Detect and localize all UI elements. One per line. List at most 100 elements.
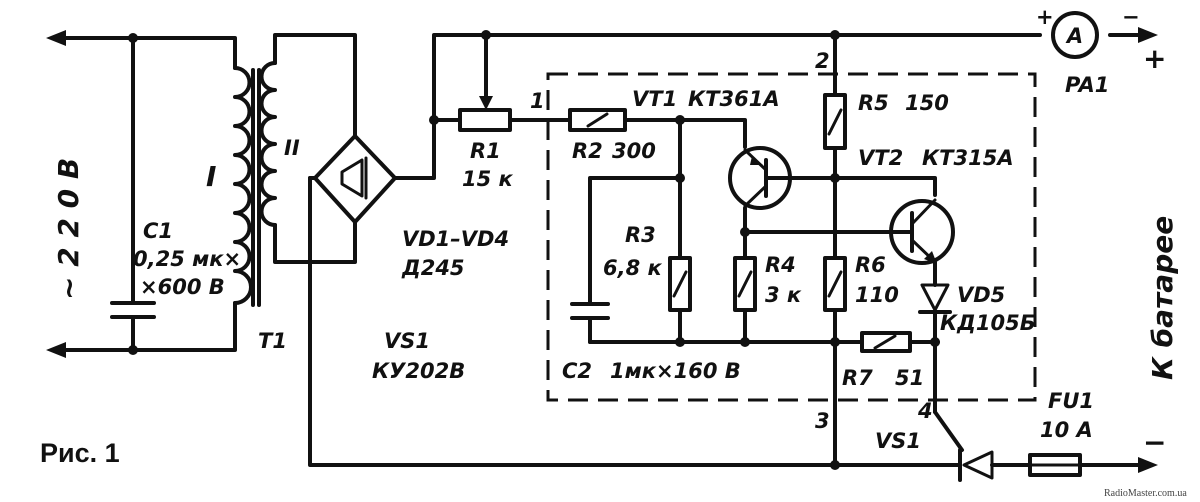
vd5-type: КД105Б [940, 311, 1036, 335]
transistor-vt2 [889, 198, 955, 265]
vt1-collector [743, 184, 768, 208]
junction-dot [830, 30, 840, 40]
labels: ~ 2 2 0 В К батарее − + + − PA1 C1 0,25 … [40, 5, 1187, 499]
vt1-type: КТ361А [688, 87, 780, 111]
junction-dot [740, 227, 750, 237]
fuse-fu1 [1028, 453, 1082, 477]
mains-voltage-label: ~ 2 2 0 В [52, 158, 85, 300]
r2-to-vt1-wire [623, 118, 747, 149]
figure-caption: Рис. 1 [40, 438, 120, 468]
junction-dot [830, 337, 840, 347]
potentiometer-r1 [458, 96, 512, 132]
vd5-ref: VD5 [957, 283, 1005, 307]
r1-value: 15 к [462, 167, 514, 191]
r7-ref: R7 [842, 366, 873, 390]
watermark: RadioMaster.com.ua [1104, 488, 1187, 499]
thyristor-note-type: КУ202В [372, 359, 465, 383]
r5-ref: R5 [858, 91, 889, 115]
junction-dot [128, 345, 138, 355]
ammeter-pa1: A [1051, 11, 1099, 59]
junction-dot [128, 33, 138, 43]
r3-value: 6,8 к [603, 256, 663, 280]
c1-value-line1: 0,25 мк× [133, 247, 241, 271]
capacitor-c2 [570, 302, 610, 320]
battery-plus-arrow [1138, 27, 1158, 43]
node-3-label: 3 [815, 409, 830, 433]
vs1-gate-wire [933, 410, 964, 452]
fu1-ref: FU1 [1048, 389, 1094, 413]
vs1-ref: VS1 [875, 429, 921, 453]
junction-dot [675, 115, 685, 125]
primary-winding-label: I [206, 160, 216, 193]
resistor-r7 [860, 331, 912, 353]
board-outline [546, 72, 1037, 402]
vt2-emitter-arrow [924, 251, 937, 264]
vt2-ref: VT2 [858, 146, 903, 170]
ammeter-symbol: A [1065, 24, 1083, 48]
node-4-label: 4 [917, 399, 933, 423]
mains-terminal-arrow [46, 30, 66, 46]
bridge-ref: VD1–VD4 [402, 227, 509, 251]
junction-dot [830, 460, 840, 470]
diode-vd5 [918, 283, 952, 314]
ammeter-ref: PA1 [1065, 73, 1109, 97]
primary-leads [193, 36, 237, 352]
resistor-r2 [568, 108, 627, 132]
r2-ref: R2 [572, 139, 603, 163]
battery-minus-arrow [1138, 457, 1158, 473]
vt2-type: КТ315А [922, 146, 1014, 170]
diode-bridge [308, 134, 397, 224]
battery-plus-sign: + [1143, 42, 1166, 75]
c2-ref: C2 [562, 359, 592, 383]
junction-dot [429, 115, 439, 125]
terminals [46, 27, 1158, 473]
ammeter-plus-sign: + [1036, 5, 1054, 29]
resistor-r6 [823, 256, 847, 312]
transformer-t1 [233, 61, 277, 307]
c2-value: 1мк×160 В [610, 359, 741, 383]
junction-dot [675, 337, 685, 347]
r6-value: 110 [855, 283, 899, 307]
ammeter-minus-sign: − [1122, 5, 1140, 29]
junction-dot [930, 337, 940, 347]
r2-value: 300 [612, 139, 656, 163]
vt1-emitter-arrow [750, 156, 763, 165]
fu1-value: 10 А [1040, 418, 1093, 442]
secondary-winding-label: II [284, 136, 300, 160]
node-2-label: 2 [815, 49, 830, 73]
c1-value-line2: ×600 В [140, 275, 225, 299]
c1-ref: C1 [143, 219, 173, 243]
junction-dot [740, 337, 750, 347]
bridge-type: Д245 [401, 256, 465, 280]
transistor-vt1 [728, 146, 792, 210]
junction-dot [830, 173, 840, 183]
vt2-collector [910, 198, 937, 226]
thyristor-note-ref: VS1 [384, 329, 430, 353]
junction-dots [128, 30, 940, 470]
c2-wire [588, 176, 682, 344]
secondary-winding [259, 61, 277, 227]
wiper-arrow [479, 96, 493, 110]
resistor-r3 [668, 256, 692, 312]
resistor-r4 [733, 256, 757, 312]
bridge-diode-symbol [340, 156, 368, 200]
junction-dot [481, 30, 491, 40]
mains-terminal-arrow [46, 342, 66, 358]
r5-value: 150 [905, 91, 949, 115]
r7-value: 51 [895, 366, 924, 390]
junction-dot [675, 173, 685, 183]
r4-ref: R4 [765, 253, 796, 277]
vt1-ref: VT1 [632, 87, 677, 111]
secondary-leads [273, 33, 357, 264]
primary-winding [233, 66, 253, 305]
transformer-ref: T1 [258, 329, 287, 353]
thyristor-vs1 [958, 448, 994, 482]
battery-minus-sign: − [1143, 426, 1166, 459]
r6-ref: R6 [855, 253, 886, 277]
resistor-r5 [823, 93, 847, 150]
node-1-label: 1 [530, 89, 545, 113]
r1-ref: R1 [470, 139, 501, 163]
r3-ref: R3 [625, 223, 656, 247]
vt1-base-to-r5-node [780, 176, 937, 197]
